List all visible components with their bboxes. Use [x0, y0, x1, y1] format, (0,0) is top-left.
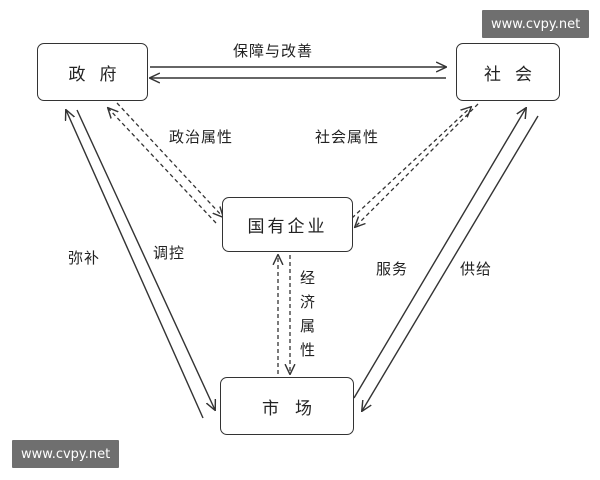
label-compensate: 弥补 — [68, 249, 101, 267]
label-political-attribute: 政治属性 — [169, 128, 234, 146]
edge-soc-to-mkt — [362, 115, 539, 411]
label-supply: 供给 — [460, 260, 493, 278]
label-economic-attribute: 经济属性 — [300, 269, 316, 359]
watermark-bottom: www.cvpy.net — [12, 440, 120, 468]
edge-mkt-to-gov — [66, 110, 204, 419]
node-society: 社会 — [456, 43, 560, 101]
label-service: 服务 — [376, 260, 409, 278]
node-government: 政府 — [37, 43, 148, 101]
label-guarantee-improve: 保障与改善 — [233, 42, 314, 60]
label-social-attribute: 社会属性 — [315, 128, 380, 146]
edge-mkt-to-soc — [353, 108, 526, 399]
edge-soc-to-soe — [355, 103, 479, 227]
edge-soe-to-soc — [351, 107, 471, 219]
edge-gov-to-mkt — [76, 109, 215, 410]
edge-soe-to-gov — [108, 108, 217, 224]
node-soe: 国有企业 — [222, 197, 353, 252]
watermark-top: www.cvpy.net — [482, 10, 590, 38]
edge-gov-to-soe — [116, 102, 223, 217]
label-regulate: 调控 — [153, 244, 186, 262]
node-market: 市场 — [220, 377, 354, 435]
